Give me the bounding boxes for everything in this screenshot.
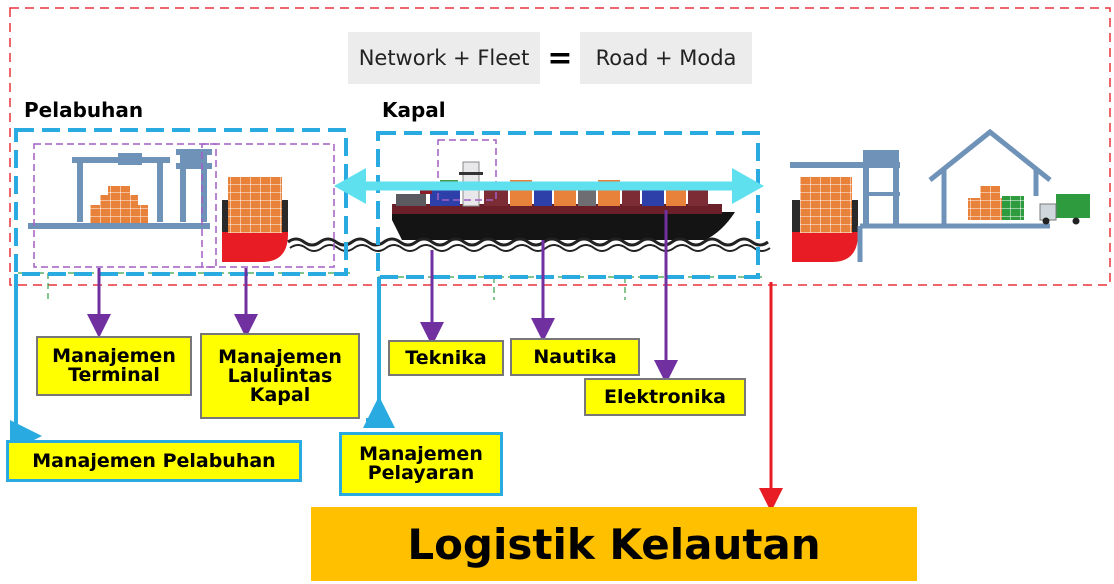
- label-nautical: Nautika: [510, 338, 640, 376]
- left-port-graphic: [28, 149, 288, 262]
- arrow-shipping-mgmt: [366, 277, 381, 422]
- label-engineering: Teknika: [388, 340, 504, 376]
- port-frame: [14, 128, 348, 276]
- label-terminal-mgmt: Manajemen Terminal: [36, 336, 192, 396]
- right-port-graphic: [790, 128, 1090, 262]
- bridge-frame: [437, 139, 497, 201]
- cargo-ship-graphic: [392, 161, 735, 240]
- sea-waves: [287, 237, 769, 247]
- equation-operator: =: [547, 40, 573, 76]
- label-shipping-mgmt: Manajemen Pelayaran: [339, 432, 503, 496]
- ship-frame: [376, 131, 760, 279]
- equation-left-box: Network + Fleet: [348, 32, 540, 84]
- label-port-mgmt: Manajemen Pelabuhan: [6, 440, 302, 482]
- label-electronics: Elektronika: [584, 378, 746, 416]
- equation-left: Network + Fleet: [358, 46, 530, 70]
- equation-right-box: Road + Moda: [580, 32, 752, 84]
- label-vessel-traffic-mgmt: Manajemen Lalulintas Kapal: [200, 333, 360, 419]
- section-port-label: Pelabuhan: [24, 98, 144, 122]
- arrow-port-mgmt: [10, 274, 42, 452]
- equation-right: Road + Moda: [595, 46, 737, 70]
- terminal-frame: [33, 143, 217, 268]
- section-ship-label: Kapal: [382, 98, 446, 122]
- vessel-traffic-frame: [201, 143, 335, 268]
- outer-frame: [9, 7, 1111, 286]
- main-title: Logistik Kelautan: [311, 507, 917, 581]
